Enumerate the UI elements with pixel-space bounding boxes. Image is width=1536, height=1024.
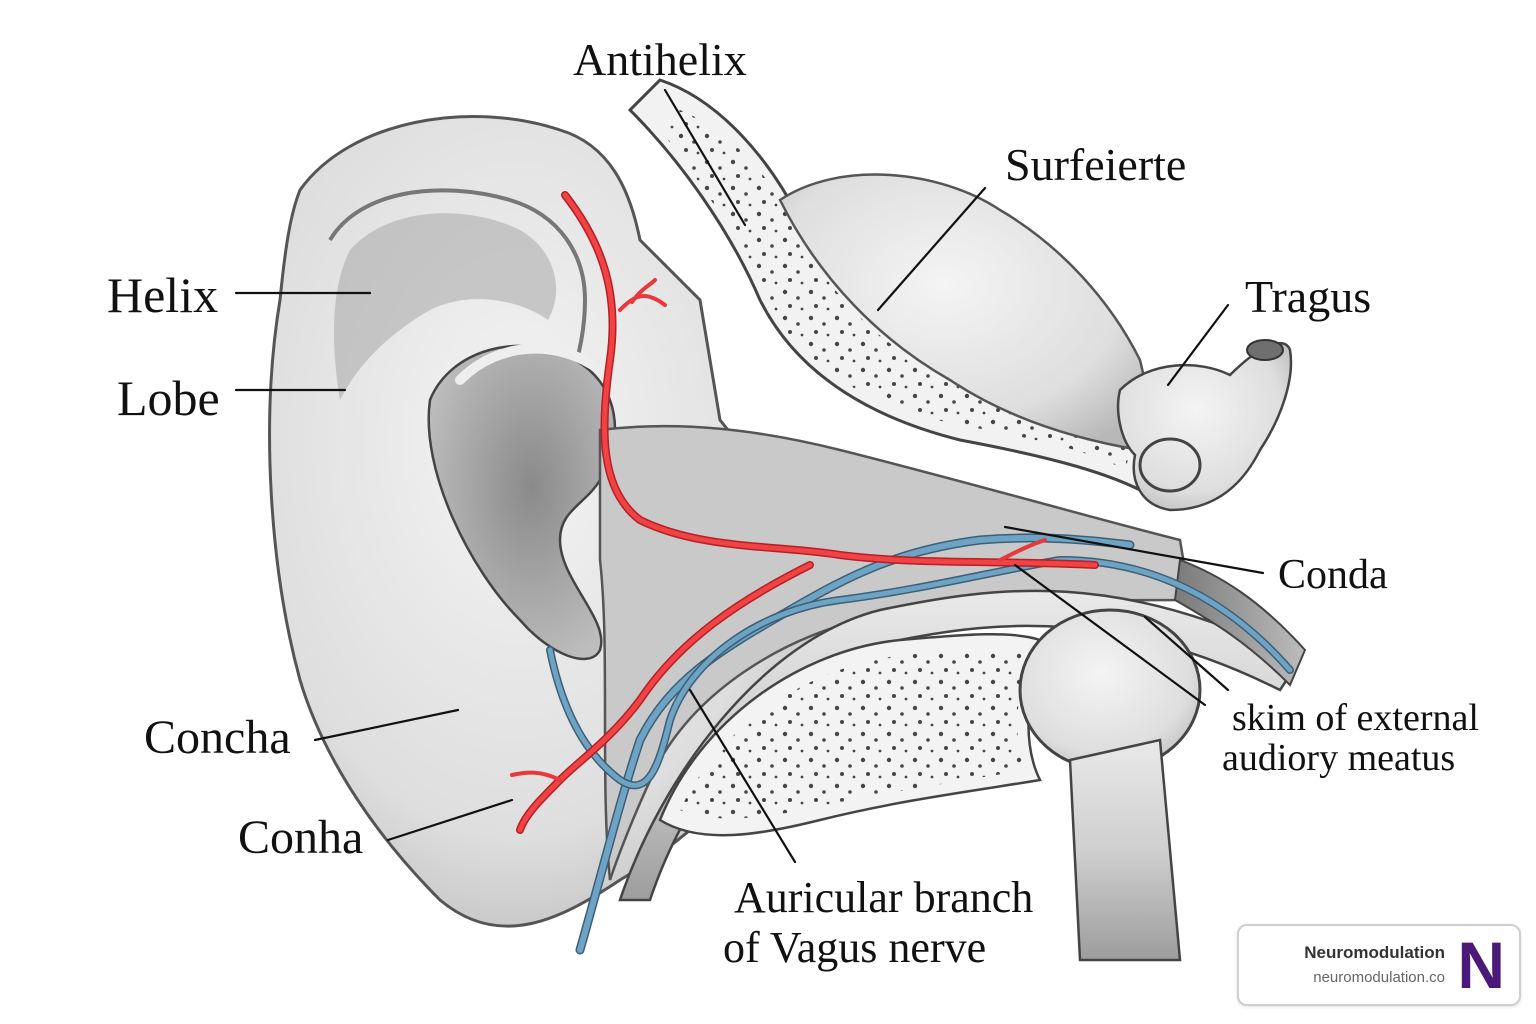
label-helix: Helix (107, 267, 218, 323)
label-conha: Conha (238, 811, 363, 864)
leader-conda (1003, 525, 1265, 575)
artery-upper-fork (618, 278, 667, 312)
label-skim-line2: audiory meatus (1222, 737, 1455, 779)
leader-concha (313, 708, 460, 742)
tragus-opening (1246, 339, 1284, 361)
label-concha: Concha (144, 711, 291, 764)
leader-skim-1 (1143, 615, 1230, 692)
label-vagus-line1: Auricular branch (734, 873, 1033, 922)
artery-lower-fork (510, 770, 562, 782)
leader-tragus (1166, 303, 1230, 387)
tragus-ring (1138, 437, 1202, 493)
leader-conha (386, 798, 514, 842)
scaphoid-fossa (334, 213, 557, 400)
label-conda: Conda (1278, 552, 1388, 598)
tragus-shape (1116, 341, 1293, 512)
label-skim-line1: skim of external (1232, 697, 1479, 739)
label-lobe: Lobe (117, 370, 220, 426)
leader-antihelix (663, 88, 747, 227)
brand-badge: Neuromodulation neuromodulation.co N (1237, 924, 1521, 1006)
brand-url: neuromodulation.co (1313, 969, 1445, 986)
brand-name: Neuromodulation (1304, 943, 1445, 962)
label-surfeierte: Surfeierte (1005, 139, 1186, 190)
antihelix-ridge (455, 343, 605, 385)
leader-vagus (688, 688, 797, 864)
brand-logo-letter: N (1457, 928, 1505, 1002)
lower-bone-dots (680, 650, 1025, 819)
label-antihelix: Antihelix (573, 34, 747, 85)
artery-canal-branch (998, 538, 1047, 562)
label-tragus: Tragus (1245, 271, 1371, 322)
upper-cartilage-dots (660, 110, 1129, 470)
leader-surfeierte (876, 186, 987, 312)
leader-skim-2 (1013, 563, 1207, 707)
condyle-stem (1068, 738, 1182, 962)
label-vagus-line2: of Vagus nerve (723, 923, 986, 972)
